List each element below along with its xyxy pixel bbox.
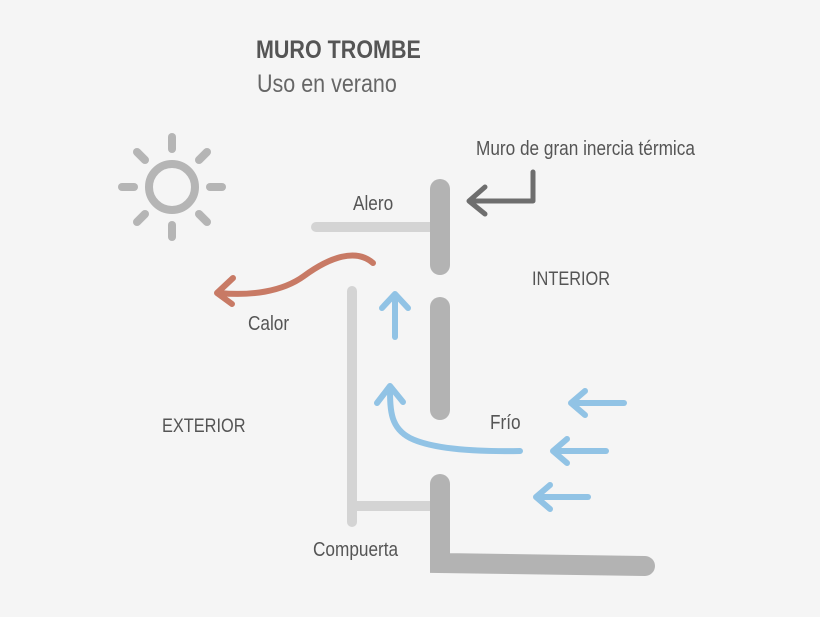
interior-label: INTERIOR [532,269,611,290]
eave-label: Alero [353,193,394,215]
sun-icon [118,133,226,241]
arrow-left-icon [568,388,627,418]
heat-label: Calor [248,313,290,335]
wall-label: Muro de gran inercia térmica [476,138,695,160]
arrow-left-icon [466,169,536,217]
diagram-title: MURO TROMBE [256,36,421,64]
arrow-up-icon [379,291,411,340]
cold-label: Frío [490,412,521,434]
diagram-subtitle: Uso en verano [257,70,397,98]
cold-flow-arrows [374,291,627,512]
exterior-label: EXTERIOR [162,416,246,437]
curved-arrow-left-icon [214,252,376,307]
arrow-left-icon [533,482,591,512]
thermal-wall [430,179,655,576]
damper-label: Compuerta [313,539,399,561]
curved-arrow-up-icon [374,383,523,455]
arrow-left-icon [550,436,609,466]
